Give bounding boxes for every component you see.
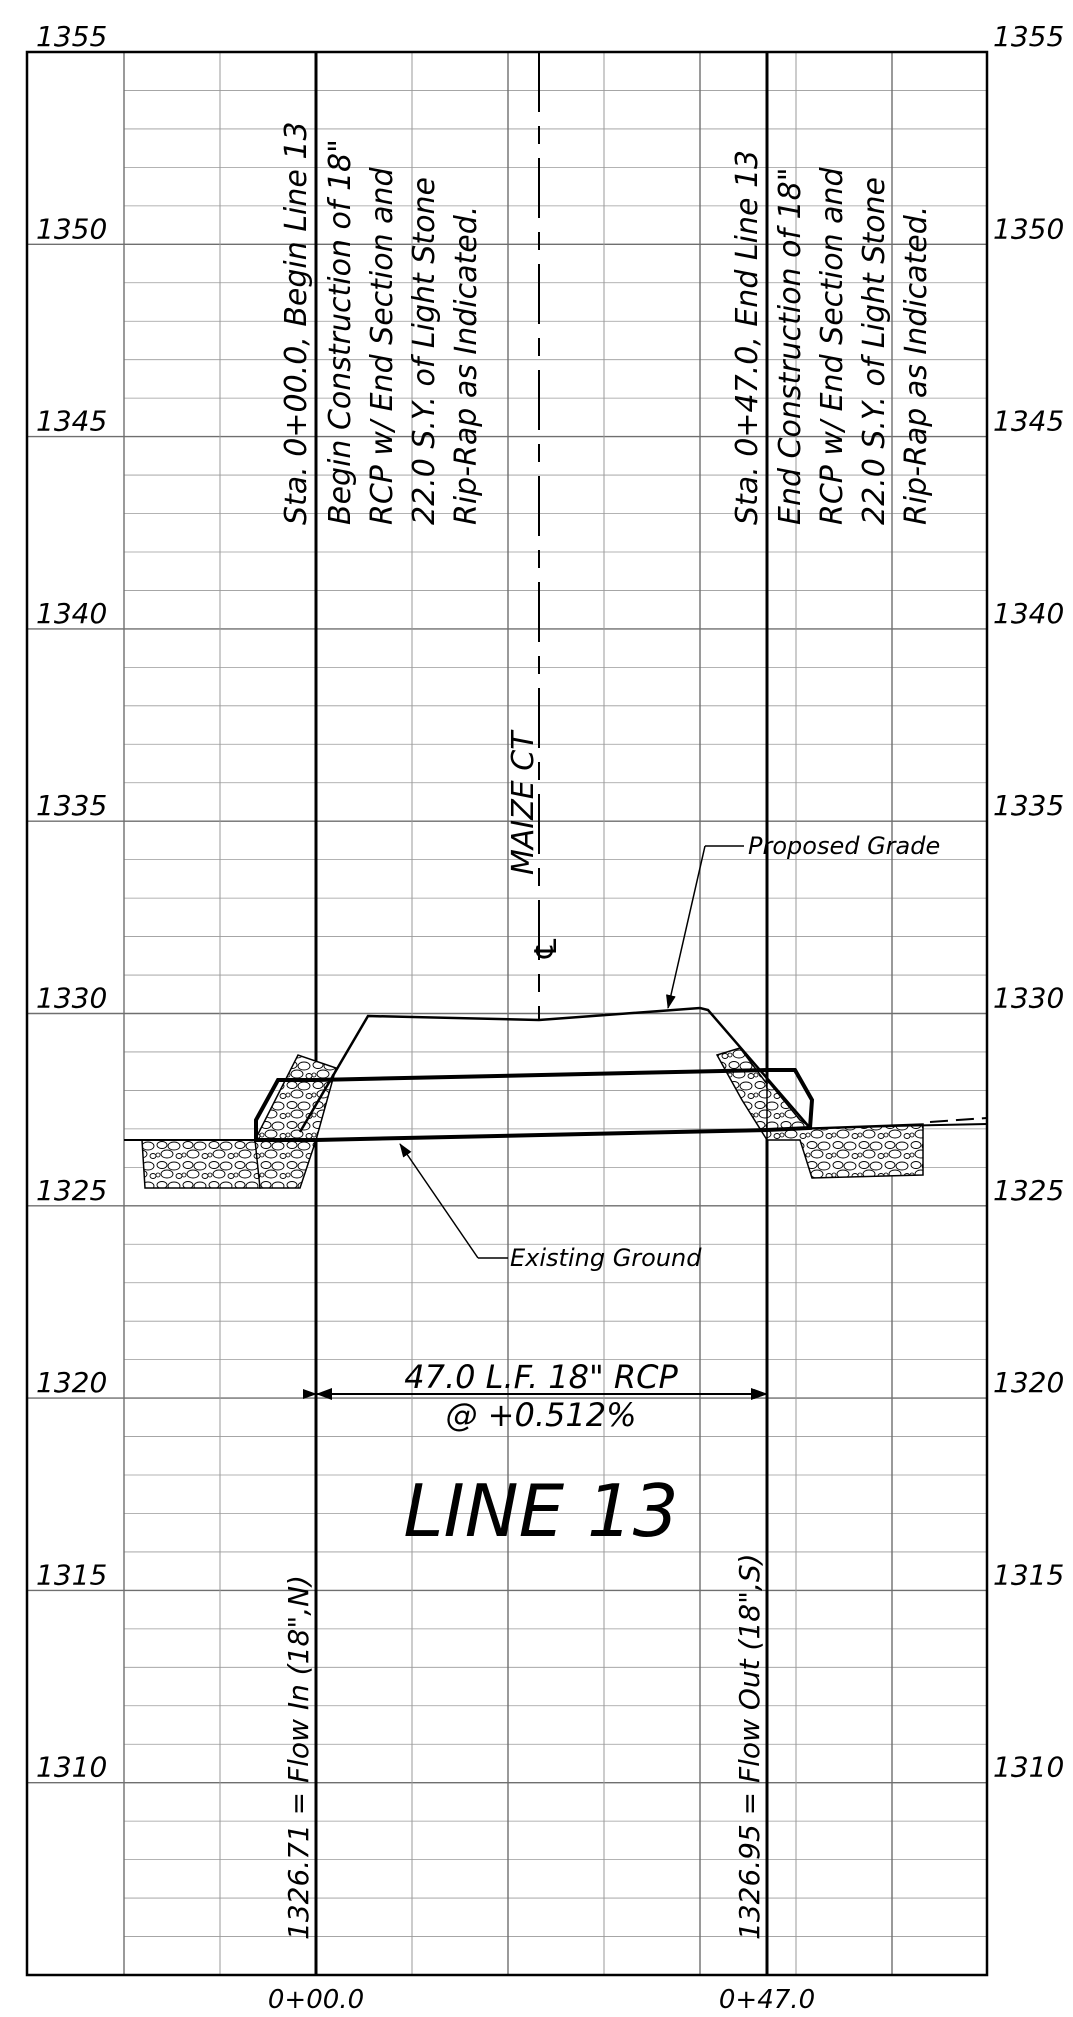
station-note-line: End Construction of 18": [773, 167, 808, 525]
elevation-label: 1315: [993, 1558, 1064, 1591]
elevation-label: 1340: [36, 597, 107, 630]
elevation-label: 1325: [36, 1174, 107, 1207]
elevation-label: 1355: [36, 20, 107, 53]
centerline-symbol: ℄: [529, 935, 564, 962]
elevation-label: 1330: [993, 982, 1064, 1015]
profile-title: LINE 13: [403, 1469, 678, 1553]
station-note-line: Sta. 0+00.0, Begin Line 13: [279, 121, 314, 525]
elevation-label: 1350: [993, 212, 1064, 245]
elevation-labels-left: 1355 1350 1345 1340 1335 1330 1325 1320 1315 1310: [36, 20, 107, 1784]
pipe-slope-label: @ +0.512%: [446, 1396, 637, 1434]
pipe-length-dimension: 47.0 L.F. 18" RCP @ +0.512%: [303, 1358, 768, 1434]
flow-in-label: 1326.71 = Flow In (18",N): [282, 1575, 315, 1940]
elevation-label: 1310: [993, 1751, 1064, 1784]
proposed-grade-line: [298, 1006, 811, 1133]
station-note-line: Rip-Rap as Indicated.: [449, 206, 484, 525]
flow-out-label: 1326.95 = Flow Out (18",S): [733, 1553, 766, 1940]
station-note-line: 22.0 S.Y. of Light Stone: [857, 177, 892, 525]
elevation-label: 1355: [993, 20, 1064, 53]
elevation-label: 1340: [993, 597, 1064, 630]
elevation-label: 1320: [36, 1366, 107, 1399]
centerline-label: MAIZE CT ℄: [506, 729, 564, 962]
elevation-label: 1325: [993, 1174, 1064, 1207]
station-note-line: Rip-Rap as Indicated.: [899, 206, 934, 525]
elevation-label: 1315: [36, 1558, 107, 1591]
svg-text:MAIZE CT: MAIZE CT: [506, 729, 541, 875]
station-label-begin: 0+00.0: [268, 1985, 364, 2015]
elevation-label: 1345: [993, 405, 1064, 438]
station-note-line: RCP w/ End Section and: [815, 166, 850, 525]
begin-station-note: Sta. 0+00.0, Begin Line 13 Begin Construc…: [279, 121, 484, 525]
rcp-pipe: [254, 1068, 815, 1142]
elevation-label: 1335: [993, 789, 1064, 822]
elevation-labels-right: 1355 1350 1345 1340 1335 1330 1325 1320 1315 1310: [993, 20, 1064, 1784]
proposed-grade-leader: Proposed Grade: [666, 832, 940, 1009]
elevation-label: 1310: [36, 1751, 107, 1784]
station-note-line: RCP w/ End Section and: [365, 166, 400, 525]
elevation-label: 1320: [993, 1366, 1064, 1399]
station-label-end: 0+47.0: [719, 1985, 815, 2015]
proposed-grade-label: Proposed Grade: [748, 832, 940, 860]
station-note-line: Sta. 0+47.0, End Line 13: [730, 150, 765, 525]
pipe-length-label: 47.0 L.F. 18" RCP: [404, 1358, 678, 1396]
elevation-label: 1330: [36, 982, 107, 1015]
existing-ground-label: Existing Ground: [510, 1244, 702, 1272]
elevation-label: 1335: [36, 789, 107, 822]
existing-ground-dash: [929, 1117, 988, 1123]
station-note-line: Begin Construction of 18": [323, 139, 358, 525]
profile-frame: [25, 50, 989, 1977]
elevation-label: 1350: [36, 212, 107, 245]
elevation-label: 1345: [36, 405, 107, 438]
existing-ground-leader: Existing Ground: [399, 1143, 702, 1272]
riprap-left: [141, 1054, 337, 1189]
station-note-line: 22.0 S.Y. of Light Stone: [407, 177, 442, 525]
